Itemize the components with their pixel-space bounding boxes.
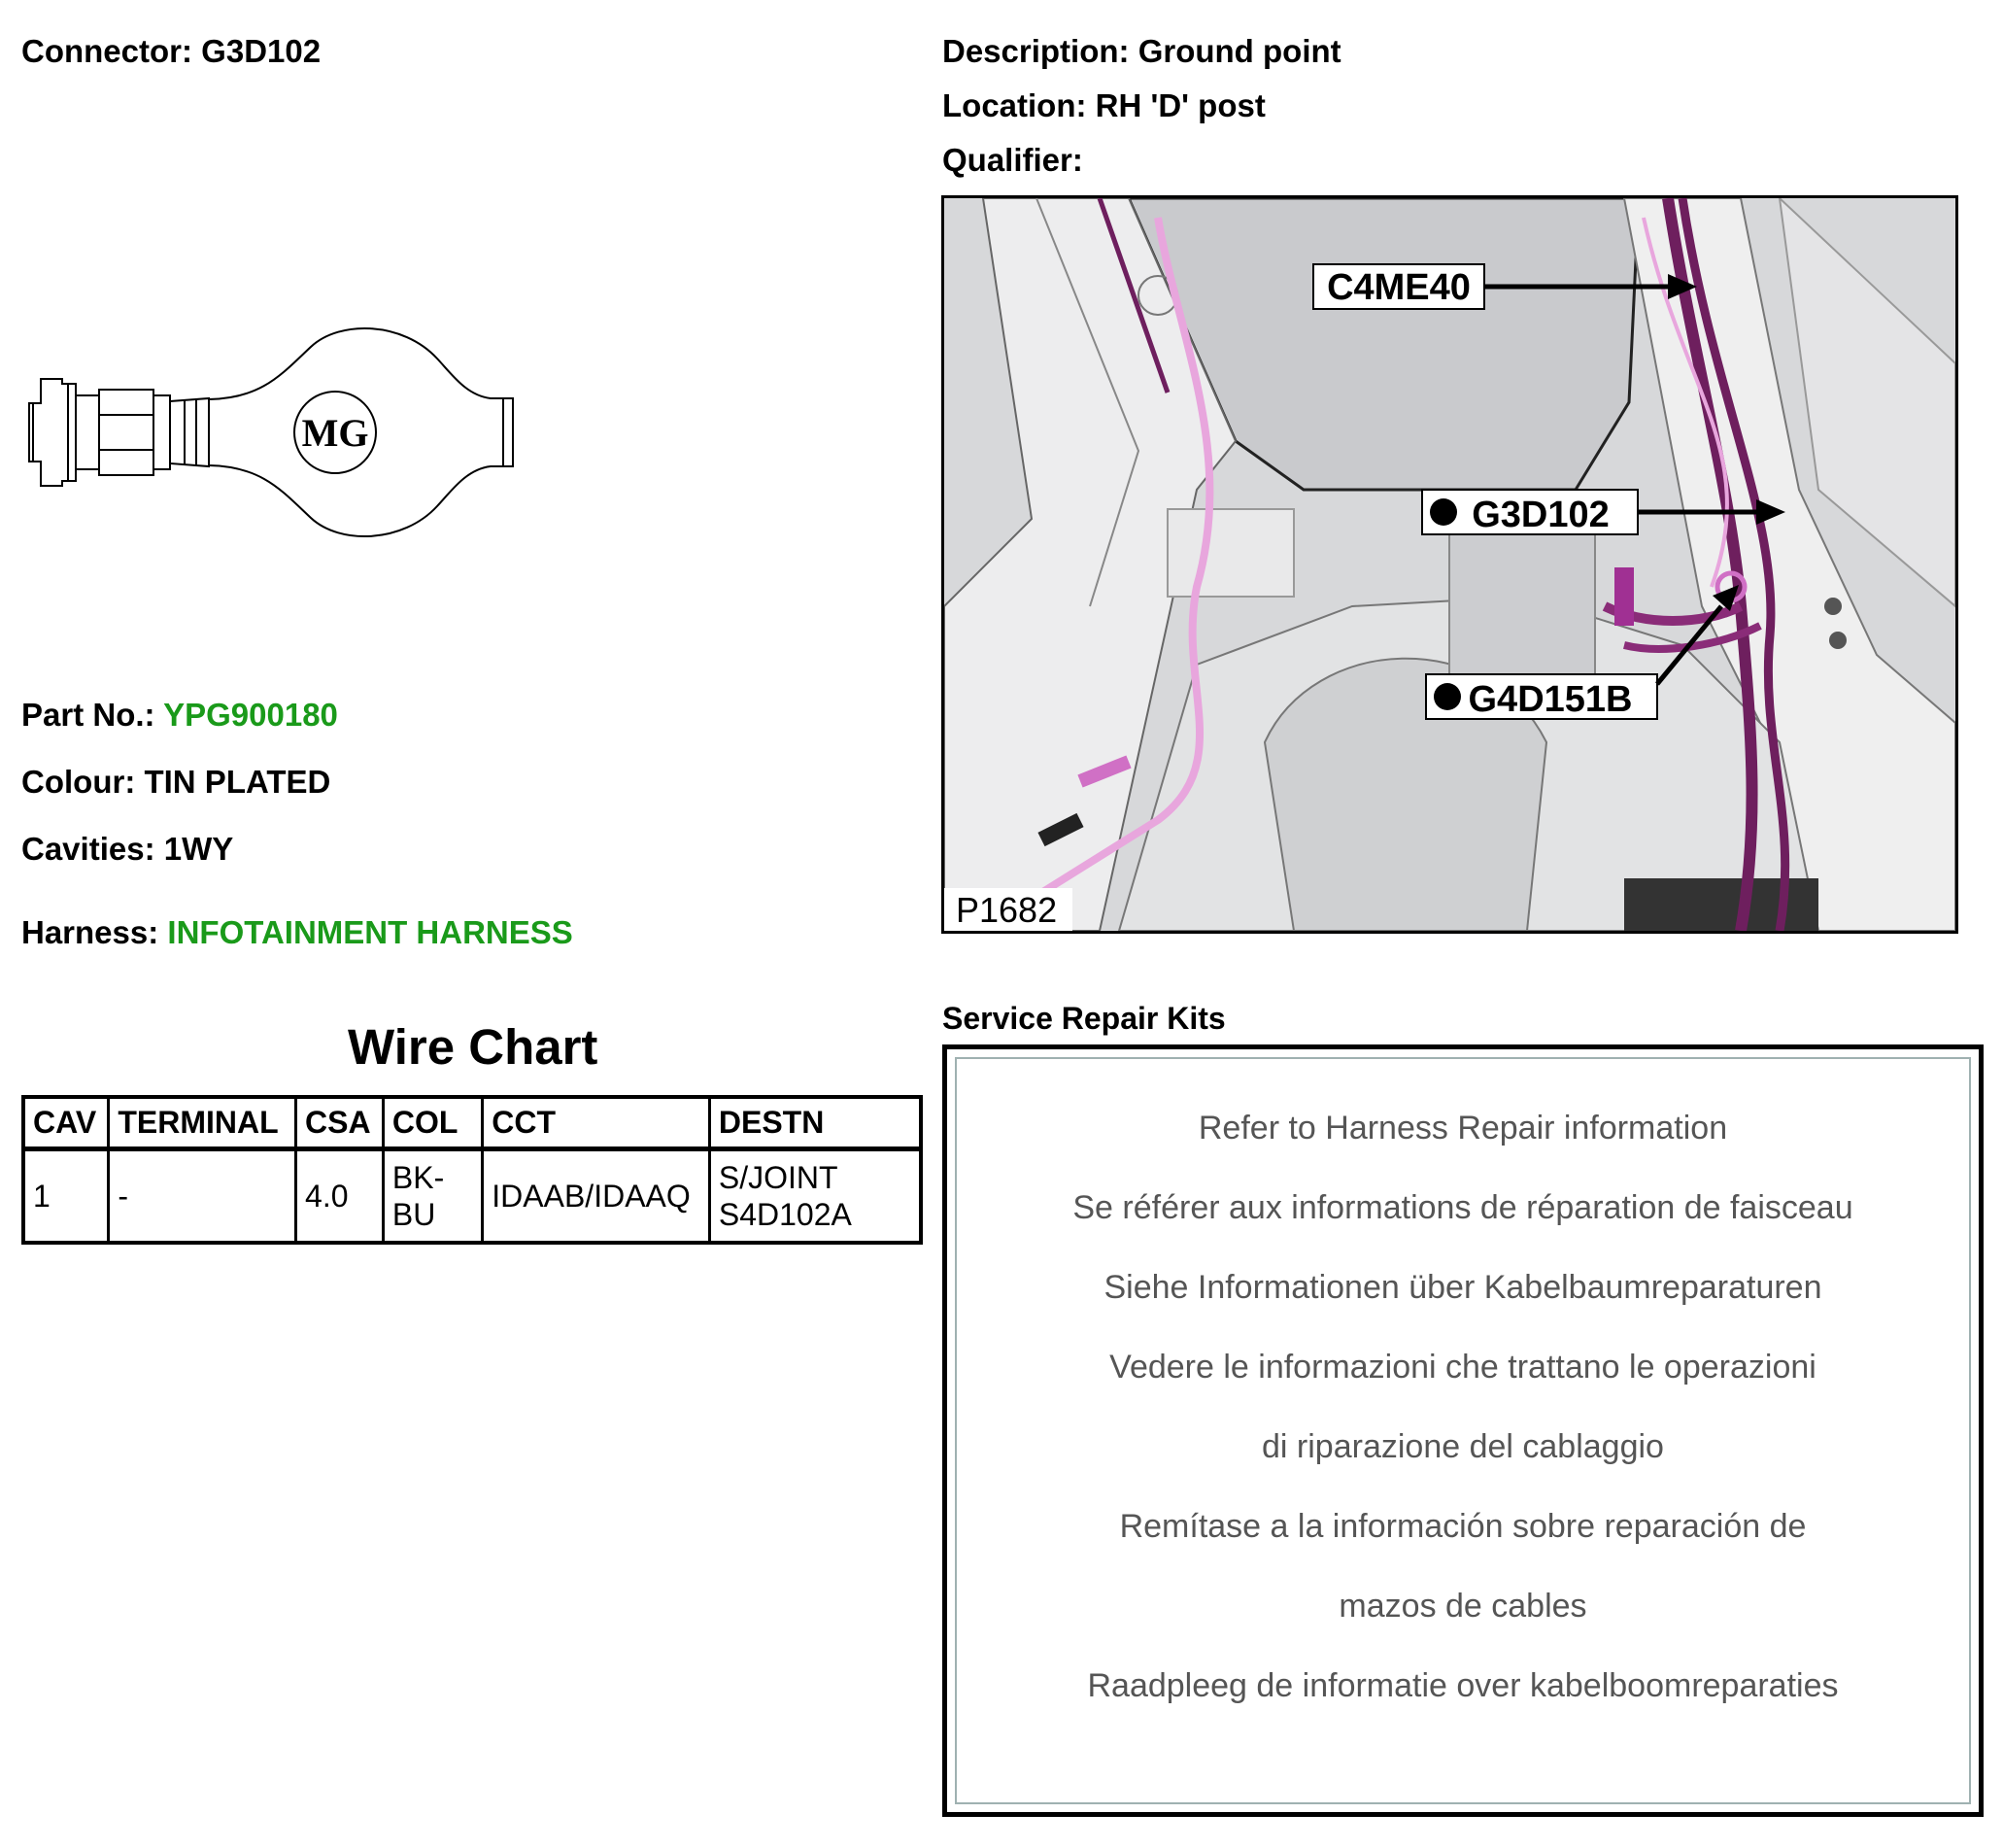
cell-cct: IDAAB/IDAAQ	[481, 1147, 711, 1245]
harness-label: Harness:	[21, 914, 159, 950]
connector-field: Connector: G3D102	[21, 33, 321, 70]
cavities-field: Cavities: 1WY	[21, 831, 233, 868]
location-label: Location:	[942, 87, 1087, 123]
repair-line-nl: Raadpleeg de informatie over kabelboomre…	[1087, 1667, 1839, 1704]
cell-col: BK- BU	[381, 1147, 485, 1245]
header-cav: CAV	[21, 1095, 111, 1151]
service-repair-title: Service Repair Kits	[942, 1001, 1226, 1036]
callout-c4me40: C4ME40	[1327, 267, 1471, 308]
part-no-link[interactable]: YPG900180	[163, 697, 338, 733]
wire-chart-table: CAV TERMINAL CSA COL CCT DESTN 1 - 4.0 B…	[21, 1095, 923, 1245]
cell-csa: 4.0	[294, 1147, 385, 1245]
repair-line-it-2: di riparazione del cablaggio	[1262, 1428, 1664, 1465]
callout-g3d102: G3D102	[1472, 495, 1610, 535]
repair-line-de: Siehe Informationen über Kabelbaumrepara…	[1103, 1269, 1822, 1306]
cell-destn: S/JOINT S4D102A	[707, 1147, 923, 1245]
cavities-value: 1WY	[163, 831, 234, 867]
harness-link[interactable]: INFOTAINMENT HARNESS	[167, 914, 573, 950]
mg-logo-text: MG	[302, 411, 369, 455]
location-field: Location: RH 'D' post	[942, 87, 1266, 124]
header-destn: DESTN	[707, 1095, 923, 1151]
service-repair-inner: Refer to Harness Repair information Se r…	[955, 1057, 1971, 1804]
repair-line-es-2: mazos de cables	[1339, 1588, 1587, 1625]
connector-value: G3D102	[201, 33, 322, 69]
repair-line-en: Refer to Harness Repair information	[1198, 1110, 1728, 1146]
colour-label: Colour:	[21, 764, 136, 800]
table-row: 1 - 4.0 BK- BU IDAAB/IDAAQ S/JOINT S4D10…	[21, 1147, 923, 1245]
harness-field: Harness: INFOTAINMENT HARNESS	[21, 914, 573, 951]
header-terminal: TERMINAL	[107, 1095, 298, 1151]
description-label: Description:	[942, 33, 1130, 69]
header-csa: CSA	[294, 1095, 385, 1151]
description-field: Description: Ground point	[942, 33, 1341, 70]
cavities-label: Cavities:	[21, 831, 155, 867]
connector-label: Connector:	[21, 33, 192, 69]
colour-field: Colour: TIN PLATED	[21, 764, 330, 801]
colour-value: TIN PLATED	[144, 764, 331, 800]
header-cct: CCT	[481, 1095, 711, 1151]
qualifier-field: Qualifier:	[942, 142, 1083, 179]
cell-terminal: -	[107, 1147, 298, 1245]
location-value: RH 'D' post	[1095, 87, 1266, 123]
location-photo: C4ME40 G3D102 G4D151B P1682	[941, 195, 1958, 934]
service-repair-box: Refer to Harness Repair information Se r…	[942, 1044, 1984, 1817]
cell-cav: 1	[21, 1147, 111, 1245]
header-col: COL	[381, 1095, 485, 1151]
repair-line-it-1: Vedere le informazioni che trattano le o…	[1109, 1349, 1816, 1386]
part-no-label: Part No.:	[21, 697, 155, 733]
part-no-field: Part No.: YPG900180	[21, 697, 338, 734]
qualifier-label: Qualifier:	[942, 142, 1083, 178]
table-header-row: CAV TERMINAL CSA COL CCT DESTN	[21, 1095, 923, 1151]
ring-terminal-drawing: MG	[28, 326, 514, 538]
photo-reference: P1682	[956, 890, 1057, 930]
callout-g4d151b: G4D151B	[1469, 679, 1633, 720]
description-value: Ground point	[1137, 33, 1341, 69]
repair-line-fr: Se référer aux informations de réparatio…	[1072, 1189, 1853, 1226]
wire-chart-title: Wire Chart	[348, 1019, 598, 1075]
repair-line-es-1: Remítase a la información sobre reparaci…	[1119, 1508, 1807, 1545]
